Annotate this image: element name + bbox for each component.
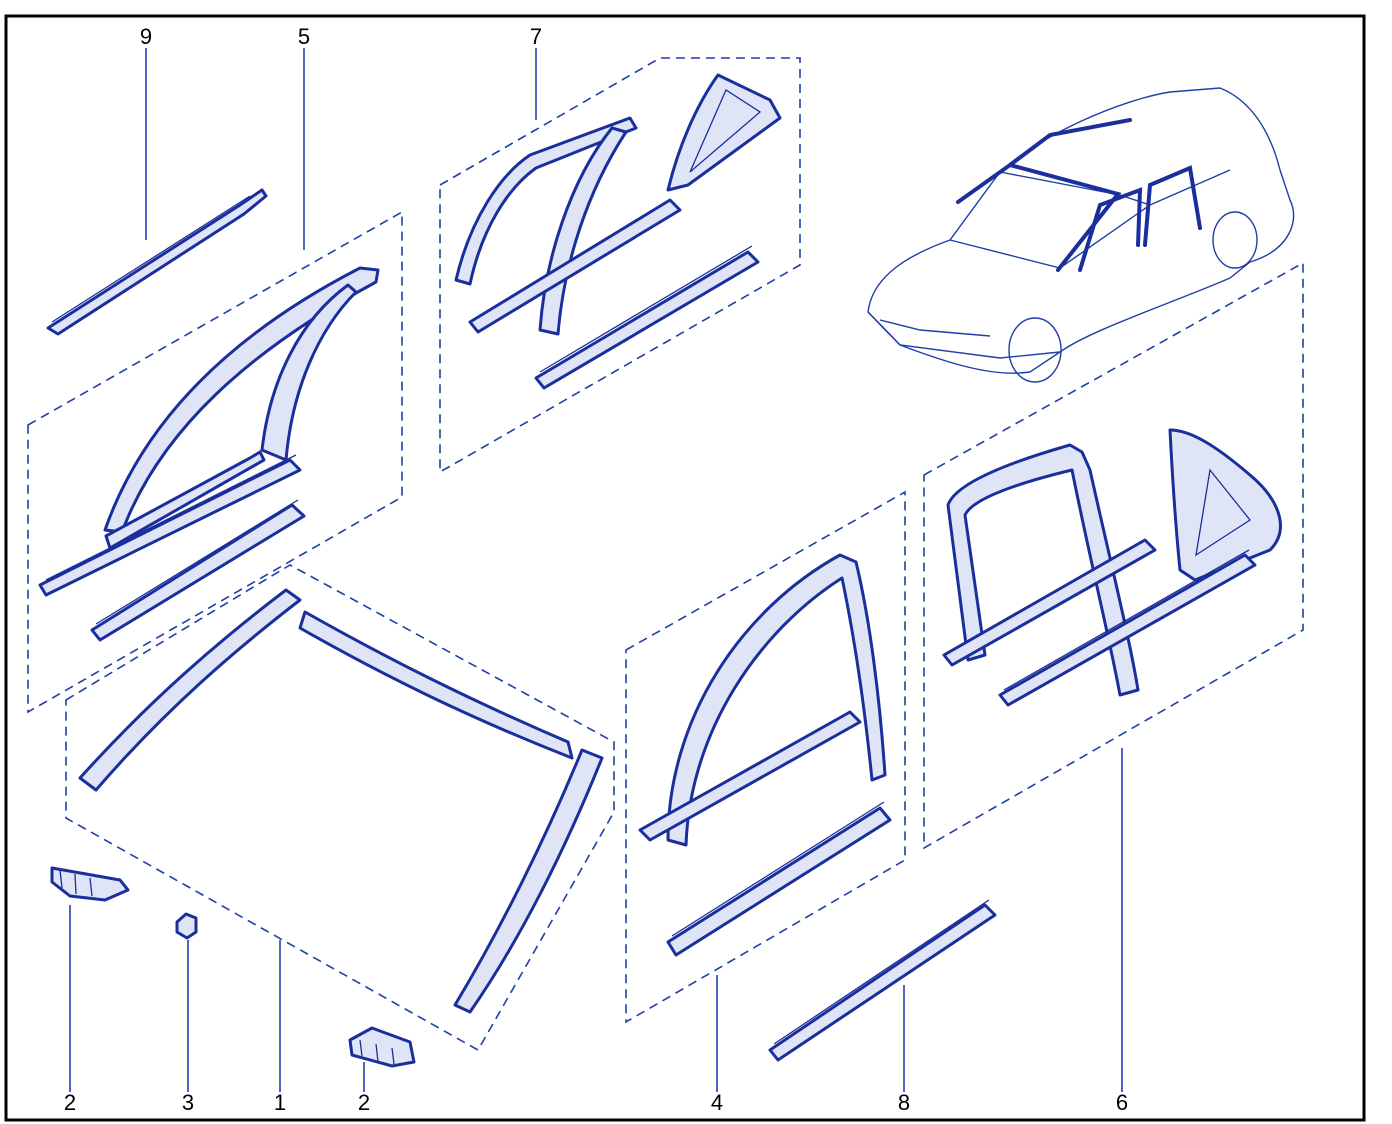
callout-9: 9 bbox=[140, 24, 152, 49]
callout-6: 6 bbox=[1116, 1090, 1128, 1115]
part-2-clip-left bbox=[50, 866, 130, 902]
drawing-frame bbox=[4, 14, 1366, 1122]
part-1-seals bbox=[78, 588, 604, 1014]
callout-4: 4 bbox=[711, 1090, 723, 1115]
part-8-strip bbox=[768, 899, 997, 1062]
callout-2-left: 2 bbox=[64, 1090, 76, 1115]
callout-7: 7 bbox=[530, 24, 542, 49]
car-illustration bbox=[867, 87, 1295, 383]
part-7-seals bbox=[454, 73, 782, 390]
part-2-clip-right bbox=[348, 1026, 416, 1068]
callout-8: 8 bbox=[898, 1090, 910, 1115]
callout-3: 3 bbox=[182, 1090, 194, 1115]
callout-2-right: 2 bbox=[358, 1090, 370, 1115]
part-9-strip bbox=[46, 188, 268, 336]
callout-5: 5 bbox=[298, 24, 310, 49]
part-3-nut bbox=[175, 912, 198, 940]
part-4-seals bbox=[638, 553, 892, 957]
leader-lines bbox=[69, 48, 1123, 1092]
callout-1: 1 bbox=[274, 1090, 286, 1115]
box-part-4 bbox=[625, 490, 906, 1024]
box-part-5 bbox=[27, 210, 403, 714]
box-part-7 bbox=[439, 57, 801, 474]
part-6-seals bbox=[942, 428, 1282, 707]
box-part-1 bbox=[65, 564, 615, 1052]
box-part-6 bbox=[923, 261, 1304, 850]
part-5-seals bbox=[38, 266, 380, 642]
